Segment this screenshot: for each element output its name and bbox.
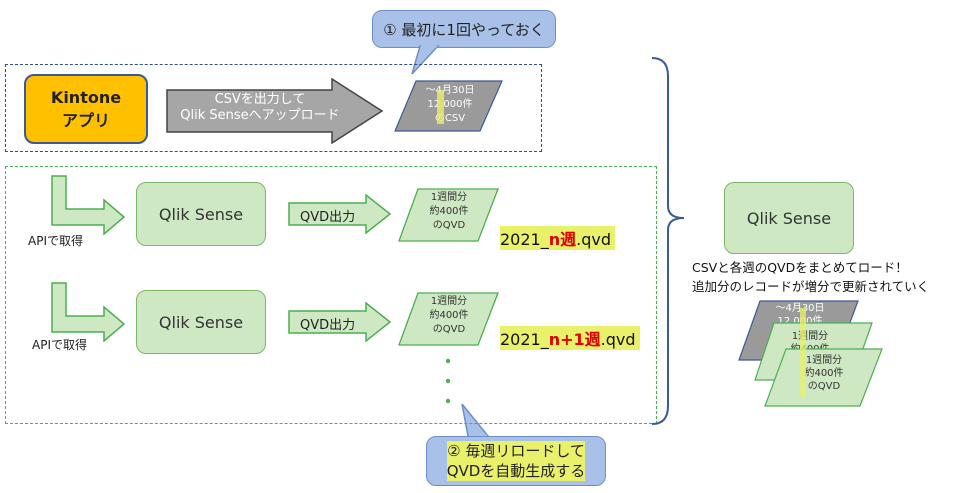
continuation-dots xyxy=(445,358,451,404)
qvd-filename-1-var: n xyxy=(548,230,561,249)
qvd-filename-2-ext: .qvd xyxy=(600,330,636,349)
qvd-filename-1-ext: .qvd xyxy=(576,230,611,249)
qlik-sense-box-1: Qlik Sense xyxy=(136,182,266,246)
qlik-sense-combined-label: Qlik Sense xyxy=(746,208,832,228)
csv-highlight-mark xyxy=(437,90,444,124)
weekly-file-line2-1: 約400件 xyxy=(429,206,469,217)
qvd-filename-1: 2021_n週.qvd xyxy=(500,226,615,250)
callout-weekly-line2: QVDを自動生成する xyxy=(446,461,586,481)
csv-upload-arrow xyxy=(166,78,384,144)
stack-front-line2: 約400件 xyxy=(804,368,844,379)
weekly-file-line3-1: のQVD xyxy=(432,220,466,231)
stack-front-line1: 1週間分 xyxy=(805,355,843,366)
weekly-file-line1-2: 1週間分 xyxy=(430,296,468,307)
qvd-output-arrow-2 xyxy=(288,302,392,342)
callout-weekly-line1: ② 毎週リロードして xyxy=(447,441,585,461)
kintone-app-label: アプリ xyxy=(61,110,110,130)
qvd-filename-1-prefix: 2021_ xyxy=(500,230,549,249)
stack-front-text: 1週間分 約400件 のQVD xyxy=(794,354,854,393)
qlik-sense-box-2: Qlik Sense xyxy=(136,290,266,354)
callout-weekly: ② 毎週リロードして QVDを自動生成する xyxy=(426,436,606,486)
stack-front-file xyxy=(764,348,883,407)
csv-arrow-text: CSVを出力して Qlik Senseへアップロード xyxy=(170,92,350,124)
kintone-label: Kintone xyxy=(50,87,122,107)
qlik-sense-label-2: Qlik Sense xyxy=(158,312,244,332)
weekly-file-line1-1: 1週間分 xyxy=(430,192,468,203)
api-label-1: APIで取得 xyxy=(28,234,83,248)
csv-file-line1: ～4月30日 xyxy=(425,85,475,96)
stack-mid-line1: 1週間分 xyxy=(791,331,829,342)
combined-description-line1: CSVと各週のQVDをまとめてロード！ xyxy=(692,260,908,275)
qvd-filename-1-week: 週 xyxy=(560,230,577,249)
weekly-file-line3-2: のQVD xyxy=(432,324,466,335)
qlik-sense-combined-box: Qlik Sense xyxy=(724,182,854,254)
qvd-output-label-2: QVD出力 xyxy=(300,318,356,333)
qvd-filename-2-var: n+1 xyxy=(548,330,585,349)
callout-initial-text: ① 最初に1回やっておく xyxy=(383,20,545,39)
combined-description-line2: 追加分のレコードが増分で更新されていく xyxy=(692,279,930,294)
initial-region xyxy=(5,64,542,152)
csv-file-shape xyxy=(394,80,503,132)
combined-description: CSVと各週のQVDをまとめてロード！ 追加分のレコードが増分で更新されていく xyxy=(692,258,929,296)
qvd-filename-2-week: 週 xyxy=(584,330,601,349)
weekly-region xyxy=(5,166,657,424)
weekly-file-text-2: 1週間分 約400件 のQVD xyxy=(418,295,480,337)
csv-file-line2: 12,000件 xyxy=(427,99,473,110)
callout-initial: ① 最初に1回やっておく xyxy=(372,10,556,48)
stack-highlight-mark xyxy=(800,308,806,398)
csv-file-line3: のCSV xyxy=(434,113,466,124)
qvd-output-label-1: QVD出力 xyxy=(300,210,356,225)
csv-arrow-line2: Qlik Senseへアップロード xyxy=(180,108,340,123)
kintone-app-box: Kintone アプリ xyxy=(24,74,148,144)
weekly-file-shape-1 xyxy=(398,188,499,242)
qvd-filename-2-prefix: 2021_ xyxy=(500,330,549,349)
weekly-file-text-1: 1週間分 約400件 のQVD xyxy=(418,191,480,233)
csv-arrow-line1: CSVを出力して xyxy=(214,92,306,107)
weekly-file-line2-2: 約400件 xyxy=(429,310,469,321)
weekly-file-shape-2 xyxy=(398,292,499,346)
csv-file-text: ～4月30日 12,000件 のCSV xyxy=(414,84,486,126)
qlik-sense-label-1: Qlik Sense xyxy=(158,204,244,224)
api-arrow-2 xyxy=(51,282,126,342)
api-label-2: APIで取得 xyxy=(32,338,87,352)
grouping-brace xyxy=(651,57,685,425)
qvd-output-arrow-1 xyxy=(288,194,392,234)
qvd-filename-2: 2021_n+1週.qvd xyxy=(500,326,640,350)
stack-front-line3: のQVD xyxy=(807,381,841,392)
api-arrow-1 xyxy=(51,175,126,235)
